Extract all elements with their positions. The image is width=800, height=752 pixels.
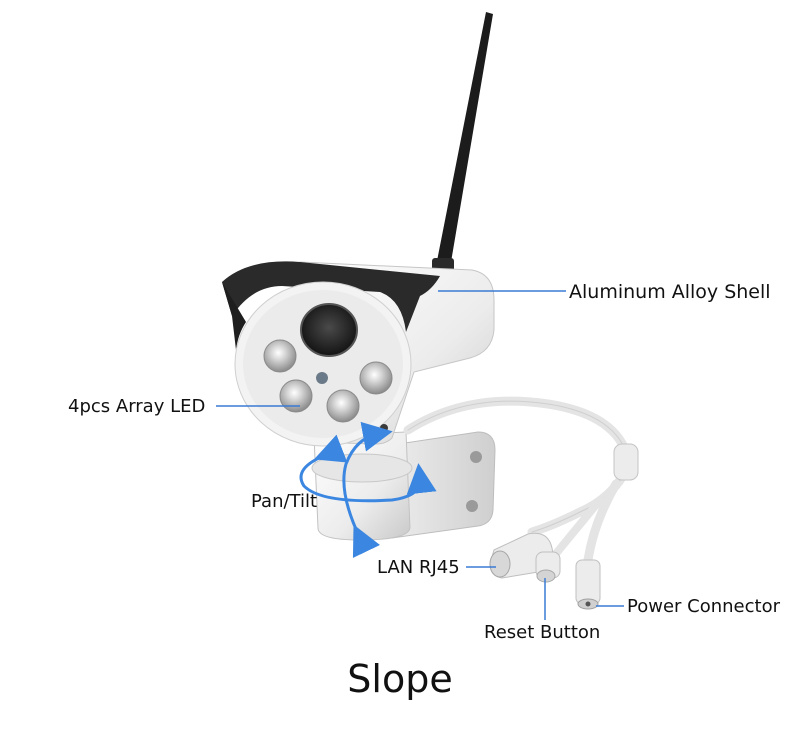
caption: Slope xyxy=(347,657,453,701)
reset-button-connector xyxy=(535,551,561,583)
led-array xyxy=(263,339,393,432)
antenna xyxy=(432,12,493,272)
label-lan-rj45: LAN RJ45 xyxy=(377,557,460,578)
power-connector xyxy=(575,559,601,610)
pan-tilt-base xyxy=(311,431,413,541)
label-aluminum-alloy-shell: Aluminum Alloy Shell xyxy=(569,281,771,303)
pan-tilt-arrows xyxy=(299,421,437,559)
label-power-connector: Power Connector xyxy=(627,596,780,617)
label-array-led: 4pcs Array LED xyxy=(68,396,206,417)
camera-lens xyxy=(300,303,358,384)
leader-lines xyxy=(216,290,624,620)
cables xyxy=(403,396,631,565)
camera-body xyxy=(222,261,495,447)
label-pan-tilt: Pan/Tilt xyxy=(251,491,318,512)
label-reset-button: Reset Button xyxy=(484,622,601,643)
cable-splitter xyxy=(613,443,639,481)
